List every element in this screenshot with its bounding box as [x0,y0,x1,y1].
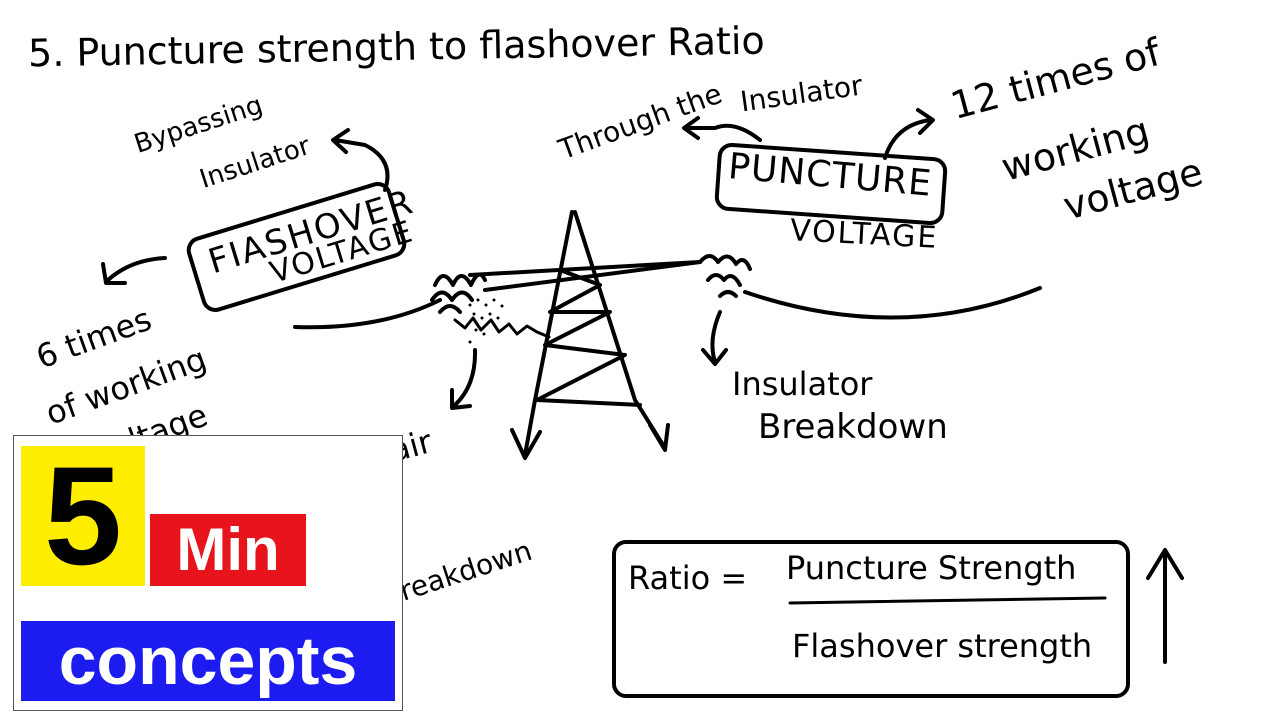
left-conductor [293,298,442,330]
puncture-voltage-text: VOLTAGE [789,213,940,256]
ratio-label: Ratio = [628,559,748,597]
flashover-spark [453,316,551,339]
left-insulator [430,272,487,314]
tower-cross-arm [468,260,702,277]
ratio-formula-box [612,540,1130,698]
insulator-breakdown-line2: Breakdown [758,407,948,447]
insulator-breakdown-line1: Insulator [732,365,873,403]
tower-braces [535,268,642,407]
logo-min: Min [150,514,306,586]
right-insulator [698,254,752,298]
arrow-to-through [683,123,762,142]
left-leg-arrowhead [510,428,542,460]
ratio-numerator: Puncture Strength [786,549,1077,587]
arrow-to-12-times [883,118,932,160]
tower-right-leg [573,210,667,450]
arrow-to-air-head [450,388,472,410]
arrow-to-bypassing [333,138,390,192]
up-arrow-icon [1146,548,1184,664]
fraction-bar [788,596,1107,605]
logo-concepts: concepts [21,621,395,701]
arrow-to-insulator-breakdown-head [701,348,728,366]
logo-number: 5 [21,446,145,586]
ratio-denominator: Flashover strength [792,627,1093,665]
channel-logo: 5 Min concepts [13,435,403,711]
tower-cross-arm-lower [483,260,702,292]
right-conductor [743,286,1042,320]
right-leg-arrowhead [648,423,670,452]
arrow-to-air [453,348,478,407]
arrow-to-bypassing-head [331,128,350,154]
arrow-to-12-times-head [916,108,935,135]
arrow-to-6-times [106,256,167,282]
air-dots [468,298,504,344]
arrow-to-insulator-breakdown [710,310,722,364]
arrow-to-through-head [682,116,700,140]
arrow-to-6-times-head [101,262,127,285]
